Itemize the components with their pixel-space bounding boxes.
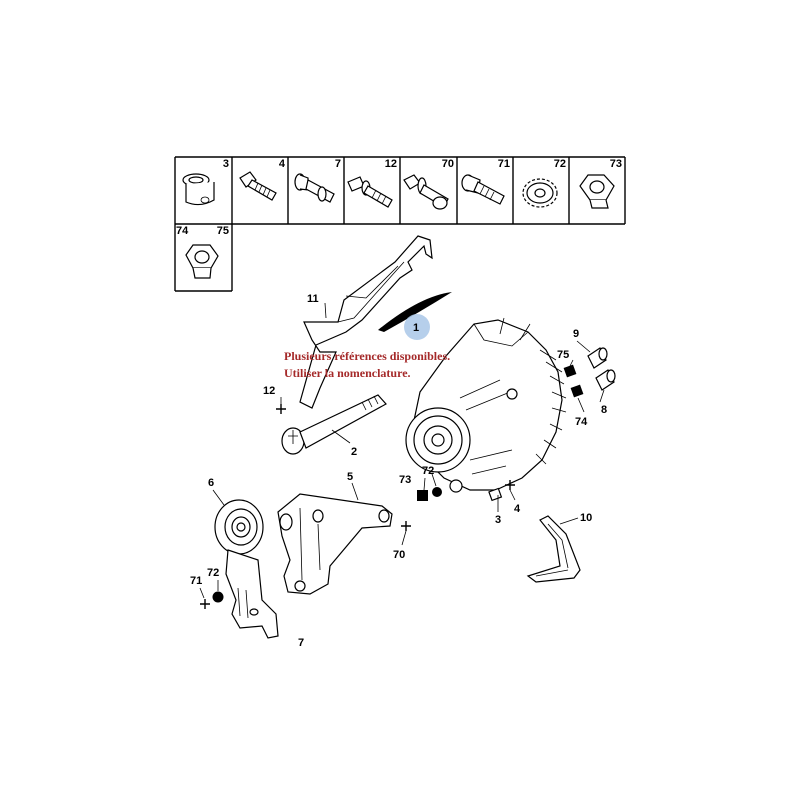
legend-cell-71[interactable]: 71: [461, 158, 510, 205]
tensioner-pulley[interactable]: [214, 499, 264, 555]
sleeve-icon: [182, 173, 215, 206]
callout-75: 75: [557, 349, 569, 361]
callout-12: 12: [263, 385, 275, 397]
legend-cell-72[interactable]: 72: [522, 158, 566, 208]
serrated-washer-icon: [522, 178, 558, 208]
legend-cell-4[interactable]: 4: [239, 158, 286, 201]
legend-cell-74-75[interactable]: 74 75: [176, 225, 229, 279]
notice-line-1: Plusieurs références disponibles.: [284, 349, 451, 363]
upper-bracket[interactable]: [299, 235, 433, 409]
hardware-legend: 3 4 7: [174, 156, 626, 292]
square-nut-75[interactable]: [563, 364, 577, 378]
legend-cell-73[interactable]: 73: [579, 158, 622, 209]
callout-4: 4: [514, 503, 521, 515]
callout-7: 7: [298, 637, 304, 649]
square-nut-73[interactable]: [417, 490, 428, 501]
lock-nut-icon: [185, 244, 219, 279]
callout-2: 2: [351, 446, 357, 458]
callout-labels: 1 2 3 4 5 6 7 8 9 10 11 12 70 71 72 72 7…: [190, 293, 607, 649]
hex-nut-icon: [579, 174, 615, 209]
legend-label-12: 12: [385, 158, 397, 170]
washer-72[interactable]: [432, 487, 442, 497]
legend-label-3: 3: [223, 158, 229, 170]
legend-label-70: 70: [442, 158, 454, 170]
legend-cell-7[interactable]: 7: [294, 158, 341, 203]
callout-73: 73: [399, 474, 411, 486]
screw-icon: [239, 171, 277, 201]
callout-70: 70: [393, 549, 405, 561]
legend-cell-3[interactable]: 3: [182, 158, 229, 206]
callout-swoosh: [378, 292, 452, 332]
plug-part[interactable]: [595, 369, 616, 391]
callout-71: 71: [190, 575, 202, 587]
callout-1: 1: [413, 322, 419, 334]
drive-belt[interactable]: [526, 515, 581, 583]
legend-label-7: 7: [335, 158, 341, 170]
callout-10: 10: [580, 512, 592, 524]
cross-markers: [200, 404, 515, 609]
callout-3: 3: [495, 514, 501, 526]
mounting-bracket[interactable]: [277, 493, 393, 595]
callout-72: 72: [422, 465, 434, 477]
notice-line-2: Utiliser la nomenclature.: [284, 366, 411, 380]
legend-label-72: 72: [554, 158, 566, 170]
hex-bolt-icon: [403, 174, 449, 210]
legend-label-74: 74: [176, 225, 189, 237]
flange-screw-icon: [294, 173, 335, 203]
long-bolt[interactable]: [281, 394, 387, 455]
callout-9: 9: [573, 328, 579, 340]
legend-label-73: 73: [610, 158, 622, 170]
square-nut-74[interactable]: [570, 384, 584, 398]
legend-cell-70[interactable]: 70: [403, 158, 454, 210]
callout-72-lower: 72: [207, 567, 219, 579]
legend-label-4: 4: [279, 158, 286, 170]
stud-icon: [347, 176, 393, 208]
callout-11: 11: [307, 293, 319, 305]
callout-5: 5: [347, 471, 353, 483]
callout-8: 8: [601, 404, 607, 416]
callout-6: 6: [208, 477, 214, 489]
callout-74: 74: [575, 416, 588, 428]
legend-label-75: 75: [217, 225, 229, 237]
washer-72-lower[interactable]: [212, 591, 224, 603]
tensioner-arm[interactable]: [225, 549, 279, 639]
callout-highlight: [404, 314, 430, 340]
legend-cell-12[interactable]: 12: [347, 158, 397, 208]
socket-screw-icon: [461, 174, 505, 205]
legend-label-71: 71: [498, 158, 510, 170]
cap-part[interactable]: [587, 347, 608, 369]
leader-lines: [199, 302, 605, 599]
alternator[interactable]: [405, 317, 567, 502]
